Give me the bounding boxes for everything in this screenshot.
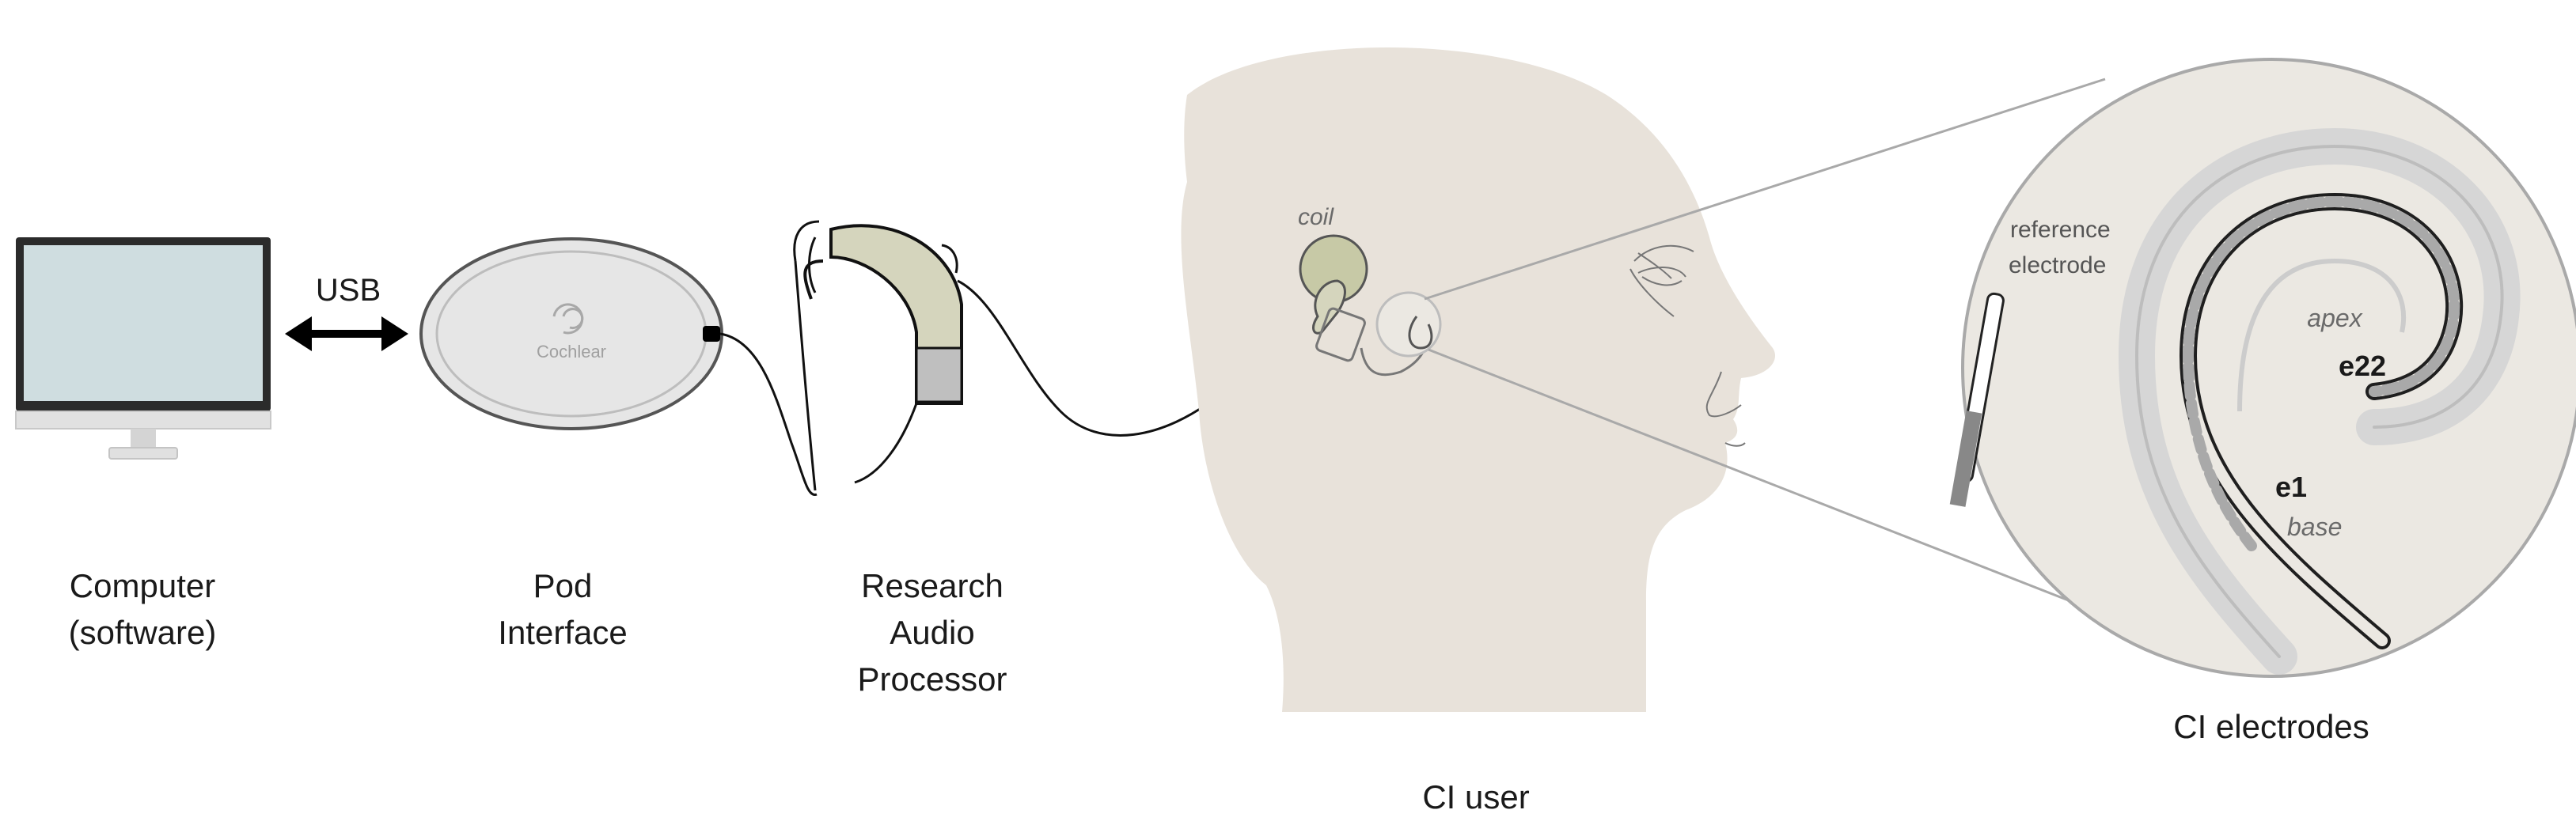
usb-arrow-icon	[285, 316, 408, 351]
zoom-line-top	[1424, 78, 2106, 301]
cochlea-inner	[2237, 258, 2407, 412]
computer-monitor-icon	[15, 237, 271, 460]
reference-electrode-label-2: electrode	[2009, 252, 2106, 278]
apex-label: apex	[2307, 304, 2362, 332]
e1-label: e1	[2275, 471, 2307, 503]
usb-label: USB	[316, 273, 381, 308]
computer-label-line2: (software)	[69, 614, 217, 651]
research-audio-processor-device	[793, 220, 963, 491]
coil-label: coil	[1298, 204, 1334, 230]
rap-label-line1: Research	[861, 567, 1003, 604]
e22-label: e22	[2339, 350, 2386, 382]
mouth-icon	[1724, 442, 1746, 447]
pod-cable	[719, 332, 818, 496]
base-label: base	[2287, 513, 2342, 541]
pod-label-line1: Pod	[533, 567, 593, 604]
pod-interface-device: Cochlear	[419, 237, 723, 430]
cochlea-outline	[2118, 127, 2521, 675]
pod-logo-text: Cochlear	[537, 342, 606, 361]
electrode-array	[2179, 192, 2464, 649]
zoom-line-bottom	[1428, 348, 2122, 623]
ci-electrodes-label: CI electrodes	[2173, 708, 2369, 745]
rap-label-line2: Audio	[890, 614, 974, 651]
eye-icon	[1629, 244, 1694, 317]
reference-electrode-label-1: reference	[2010, 217, 2111, 243]
reference-electrode	[1949, 292, 2005, 507]
ci-user-label: CI user	[1422, 778, 1529, 816]
cochlear-logo-icon	[552, 303, 584, 335]
rap-label-line3: Processor	[857, 660, 1007, 698]
electrode-zoom-circle: reference electrode apex e22 e1 base	[1949, 58, 2576, 678]
ci-user-head	[1181, 47, 1776, 712]
coil-icon	[1299, 234, 1368, 335]
pod-label-line2: Interface	[498, 614, 627, 651]
nose-icon	[1705, 371, 1742, 418]
computer-label-line1: Computer	[70, 567, 215, 604]
implant-receiver	[1315, 291, 1442, 377]
